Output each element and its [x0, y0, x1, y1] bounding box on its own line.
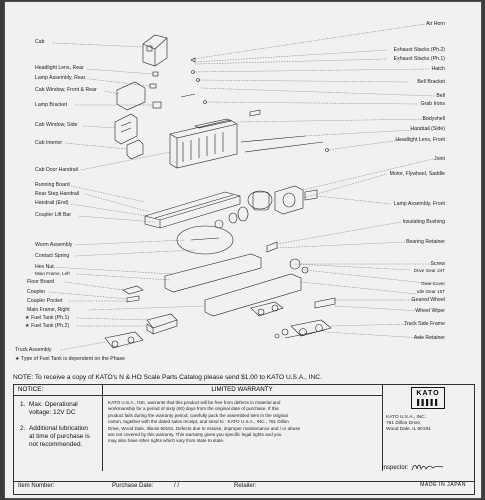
- label-grab-irons: Grab Irons: [420, 101, 445, 107]
- label-joint: Joint: [434, 156, 445, 162]
- label-exhaust-stacks-ph2: Exhaust Stacks (Ph.2): [393, 47, 445, 53]
- label-coupler: Coupler: [27, 289, 46, 295]
- label-screw: Screw: [430, 261, 445, 267]
- label-main-frame-right: Main Frame, Right: [27, 307, 70, 313]
- label-lamp-bracket: Lamp Bracket: [35, 102, 68, 108]
- label-fuel-tank-ph1: ★ Fuel Tank (Ph.1): [25, 315, 70, 321]
- kato-logo: KATO: [411, 387, 445, 409]
- label-axle-retainer: Axle Retainer: [413, 335, 445, 341]
- warranty-line: KATO U.S.A., INC. warrants that this pro…: [108, 400, 281, 405]
- label-idle-gear-15t: Idle Gear 15T: [416, 289, 445, 294]
- inspector-signature-icon: [411, 464, 444, 471]
- made-in-japan: MADE IN JAPAN: [420, 482, 466, 488]
- label-handrail-end: Handrail (End): [35, 200, 69, 206]
- label-headlight-lens-front: Headlight Lens, Front: [395, 137, 445, 143]
- notice-item-line: not recommended.: [29, 441, 83, 448]
- label-cab-door-handrail: Cab Door Handrail: [35, 167, 78, 173]
- label-lamp-assembly-rear: Lamp Assembly, Rear: [35, 75, 86, 81]
- label-insulating-bushing: Insulating Bushing: [402, 219, 445, 225]
- exploded-parts-diagram: Cab Headlight Lens, Rear Lamp Assembly, …: [5, 2, 481, 382]
- limited-warranty-column: LIMITED WARRANTY KATO U.S.A., INC. warra…: [102, 385, 383, 471]
- label-bodyshell: Bodyshell: [422, 116, 446, 122]
- warranty-line: workmanship for a period of sixty (60) d…: [108, 406, 279, 412]
- notice-column: NOTICE: 1. Max. Operational voltage: 12V…: [14, 385, 103, 471]
- instruction-sheet: Cab Headlight Lens, Rear Lamp Assembly, …: [5, 2, 481, 498]
- catalog-note: NOTE: To receive a copy of KATO's N & HO…: [13, 374, 322, 381]
- fuel-tank-footnote: ★ Type of Fuel Tank is dependent on the …: [15, 356, 126, 362]
- label-gear-cover: Gear Cover: [421, 281, 445, 286]
- label-bell: Bell: [436, 93, 445, 99]
- warranty-line: product fails during the warranty period…: [108, 412, 288, 418]
- warranty-line: carton, together with the dated sales re…: [108, 419, 289, 425]
- label-cab-window-side: Cab Window, Side: [35, 122, 78, 128]
- retailer-field[interactable]: Retailer:: [234, 483, 257, 489]
- kato-logo-text: KATO: [416, 390, 440, 397]
- label-main-frame-left: Main Frame, Left: [35, 271, 70, 276]
- warranty-line: are not covered by this warranty. This w…: [108, 432, 282, 438]
- label-air-horn: Air Horn: [425, 21, 445, 27]
- purchase-date-slashes: / /: [174, 483, 180, 489]
- label-hex-nut: Hex Nut: [35, 264, 54, 270]
- kato-address-line: Wood Dale, IL 60191: [386, 427, 431, 433]
- item-number-field[interactable]: Item Number:: [18, 483, 55, 489]
- inspector-label: Inspector:: [382, 465, 409, 472]
- kato-address: KATO U.S.A., INC. 781 Dillon Drive, Wood…: [386, 415, 431, 434]
- exploded-view-drawing: [48, 23, 436, 351]
- label-motor-flywheel-saddle: Motor, Flywheel, Saddle: [389, 171, 445, 177]
- label-cab: Cab: [35, 39, 45, 45]
- label-hatch: Hatch: [431, 66, 445, 72]
- label-worm-assembly: Worm Assembly: [35, 242, 73, 248]
- notice-item-number: 2.: [20, 425, 26, 432]
- label-contact-spring: Contact Spring: [35, 253, 70, 259]
- warranty-line: Drive, Wood Dale, Illinois 60191. Defect…: [108, 425, 301, 431]
- kato-column: KATO KATO U.S.A., INC. 781 Dillon Drive,…: [382, 385, 474, 471]
- inspector-field: Inspector:: [382, 463, 446, 472]
- purchase-date-field[interactable]: Purchase Date:: [112, 483, 154, 489]
- label-bell-bracket: Bell Bracket: [417, 79, 445, 85]
- label-handrail-side: Handrail (Side): [410, 126, 445, 132]
- purchase-info-row: Item Number: Purchase Date: / / Retailer…: [13, 480, 475, 495]
- label-running-board: Running Board: [35, 182, 70, 188]
- label-cab-window-front-rear: Cab Window, Front & Rear: [35, 87, 97, 93]
- label-bearing-retainer: Bearing Retainer: [406, 239, 445, 245]
- warranty-box: NOTICE: 1. Max. Operational voltage: 12V…: [13, 384, 475, 482]
- notice-item-line: Additional lubrication: [29, 425, 88, 432]
- label-exhaust-stacks-ph1: Exhaust Stacks (Ph.1): [393, 56, 445, 62]
- label-headlight-lens-rear: Headlight Lens, Rear: [35, 65, 84, 71]
- kato-logo-bars-icon: [417, 399, 438, 406]
- label-rear-step-handrail: Rear Step Handrail: [35, 191, 80, 197]
- label-coupler-pocket: Coupler Pocket: [27, 298, 63, 304]
- warranty-text: KATO U.S.A., INC. warrants that this pro…: [108, 400, 378, 445]
- notice-item-line: Max. Operational: [29, 401, 78, 408]
- label-cab-interior: Cab Interior: [35, 140, 63, 146]
- label-floor-board: Floor Board: [27, 279, 55, 285]
- notice-header: NOTICE:: [14, 385, 102, 396]
- kato-address-line: 781 Dillon Drive,: [386, 421, 422, 427]
- label-fuel-tank-ph2: ★ Fuel Tank (Ph.2): [25, 323, 70, 329]
- label-truck-assembly: Truck Assembly: [15, 347, 52, 353]
- label-drive-gear-24t: Drive Gear 24T: [413, 268, 445, 273]
- limited-warranty-header: LIMITED WARRANTY: [102, 385, 382, 396]
- label-lamp-assembly-front: Lamp Assembly, Front: [393, 201, 445, 207]
- notice-item-number: 1.: [20, 401, 26, 408]
- label-coupler-lift-bar: Coupler Lift Bar: [35, 212, 72, 218]
- notice-item-line: at time of purchase is: [29, 433, 90, 440]
- warranty-line: may also have other rights which vary fr…: [108, 438, 225, 444]
- notice-item-line: voltage: 12V DC: [29, 409, 76, 416]
- kato-address-line: KATO U.S.A., INC.: [386, 415, 427, 420]
- label-geared-wheel: Geared Wheel: [411, 297, 445, 303]
- label-wheel-wiper: Wheel Wiper: [415, 308, 445, 314]
- label-truck-side-frame: Truck Side Frame: [403, 321, 445, 327]
